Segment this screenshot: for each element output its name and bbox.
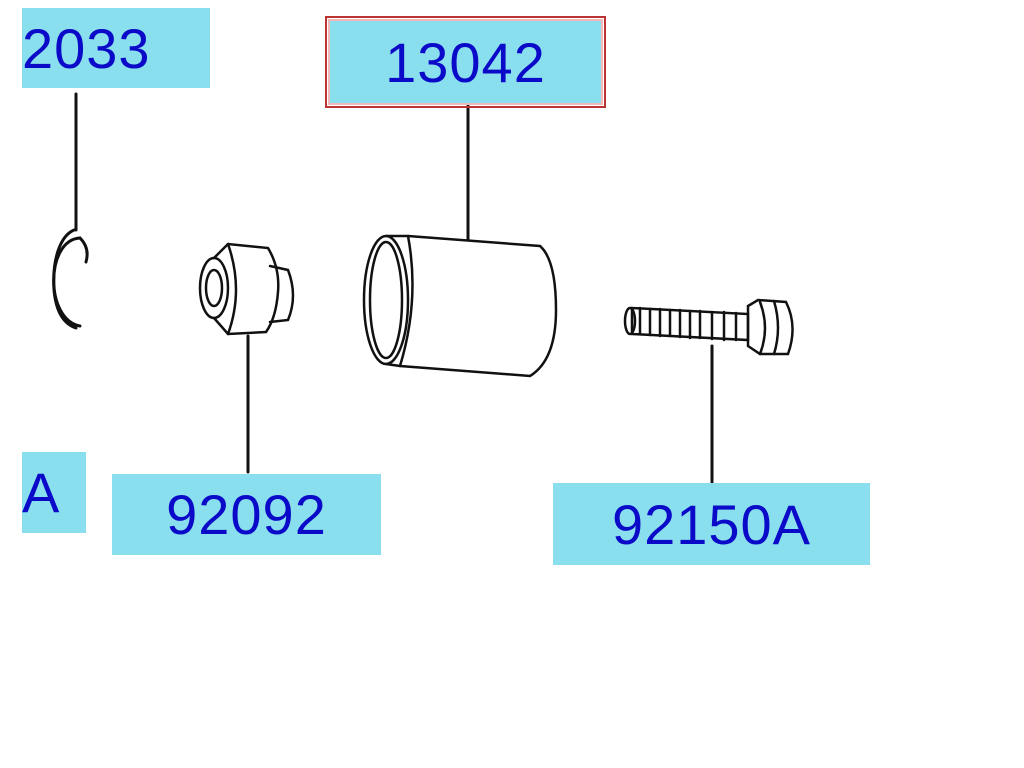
bolt-part [623,298,794,356]
part-label-2033[interactable]: 2033 [22,8,210,88]
part-label-92092[interactable]: 92092 [112,474,381,555]
part-label-13042-selected[interactable]: 13042 [325,16,606,108]
roller-part [362,234,558,378]
part-label-partial[interactable]: A [22,452,86,533]
bushing-part [198,242,295,336]
circlip-part [52,228,89,330]
part-label-92150A[interactable]: 92150A [553,483,870,565]
